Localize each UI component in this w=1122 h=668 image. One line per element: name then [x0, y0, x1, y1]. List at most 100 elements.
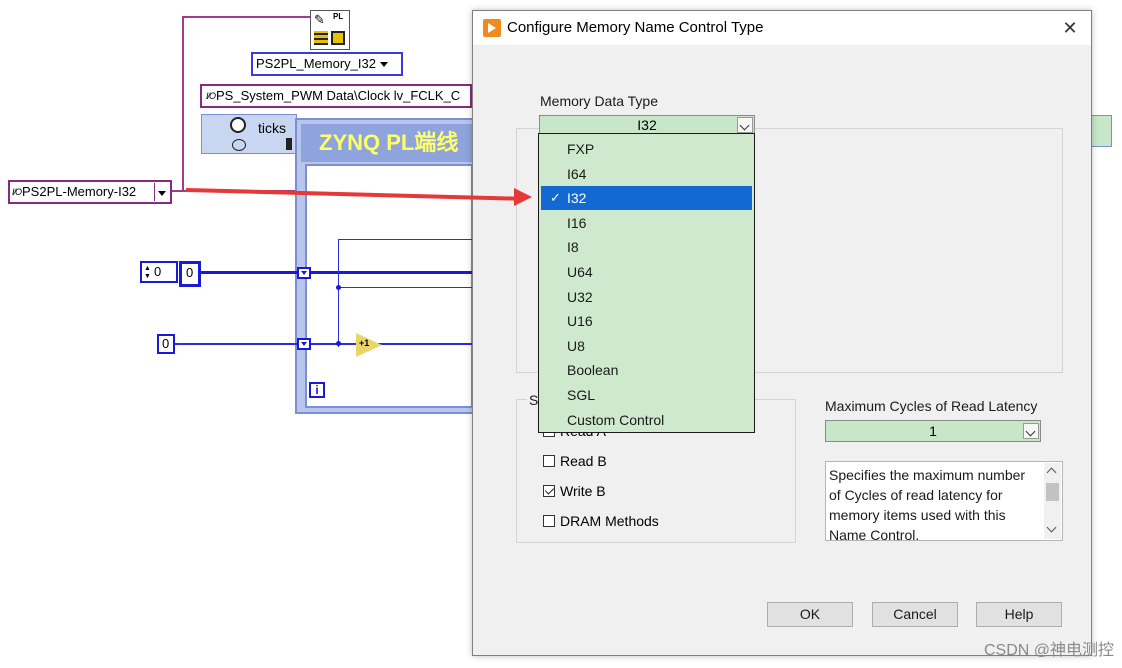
fpga-io-node-label: PS_System_PWM Data\Clock lv_FCLK_C: [216, 88, 461, 103]
dropdown-option[interactable]: FXP: [541, 137, 752, 161]
dropdown-option[interactable]: U32: [541, 285, 752, 309]
ticks-label: ticks: [258, 120, 286, 136]
increment-arrows-icon[interactable]: ▲▼: [144, 265, 151, 280]
memory-name-ring-label: PS2PL_Memory_I32: [256, 56, 376, 71]
dropdown-option-label: I16: [567, 214, 587, 231]
dropdown-option-label: U16: [567, 313, 593, 330]
memory-method-node[interactable]: ✎ PL: [310, 10, 350, 50]
write-b-checkbox[interactable]: Write B: [543, 483, 606, 499]
annotation-arrow-head: [514, 188, 532, 206]
configure-memory-dialog: Configure Memory Name Control Type ✕ Mem…: [472, 10, 1092, 656]
wire-blue-branch-mid: [338, 287, 473, 288]
description-text: Specifies the maximum number of Cycles o…: [829, 467, 1026, 541]
chevron-down-icon[interactable]: [1023, 423, 1039, 439]
increment-function[interactable]: [356, 333, 382, 357]
memory-data-type-select[interactable]: I32: [539, 115, 755, 135]
dropdown-option-label: I32: [567, 190, 587, 207]
wire-blue-lower: [175, 343, 473, 345]
checkbox-box-checked[interactable]: [543, 485, 555, 497]
wire-junction-upper: [336, 285, 341, 290]
write-b-label: Write B: [560, 483, 606, 499]
memory-name-control-label: PS2PL-Memory-I32: [22, 184, 137, 199]
loop-tunnel-upper: [297, 267, 311, 279]
numeric-constant-c[interactable]: 0: [157, 334, 175, 354]
data-type-settings-group: [516, 128, 1063, 373]
dropdown-option[interactable]: ✓ I32: [541, 186, 752, 211]
memory-data-type-label: Memory Data Type: [540, 93, 659, 109]
chevron-down-icon[interactable]: [737, 117, 753, 133]
numeric-indicator-b-value: 0: [186, 265, 194, 280]
memory-data-type-value: I32: [637, 117, 657, 133]
chevron-down-icon[interactable]: [1046, 522, 1057, 533]
dropdown-option[interactable]: Boolean: [541, 358, 752, 382]
wire-purple-vertical: [182, 16, 184, 192]
watermark: CSDN @神电测控: [983, 642, 1114, 659]
timing-source-node[interactable]: ticks: [201, 114, 297, 154]
dropdown-option[interactable]: I8: [541, 235, 752, 259]
scroll-thumb[interactable]: [1046, 483, 1059, 501]
loop-tunnel-lower: [297, 338, 311, 350]
io-icon: I/O: [206, 91, 216, 101]
max-cycles-value: 1: [929, 423, 937, 439]
description-scrollbar[interactable]: [1044, 463, 1061, 539]
max-cycles-select[interactable]: 1: [825, 420, 1041, 442]
numeric-indicator-b: 0: [179, 261, 201, 287]
timed-loop-inner-frame: [305, 164, 473, 408]
numeric-control-a[interactable]: ▲▼ 0: [140, 261, 178, 283]
checkbox-box[interactable]: [543, 515, 555, 527]
wire-junction-lower: [336, 341, 341, 346]
max-cycles-label: Maximum Cycles of Read Latency: [825, 398, 1038, 414]
hidden-indicator-right: [1090, 115, 1112, 147]
wire-blue-branch-vert: [338, 239, 339, 347]
dram-methods-label: DRAM Methods: [560, 513, 659, 529]
dropdown-option[interactable]: Custom Control: [541, 408, 752, 432]
dropdown-option[interactable]: I64: [541, 162, 752, 186]
timed-loop-title: ZYNQ PL端线: [301, 124, 473, 162]
increment-label: +1: [359, 338, 370, 348]
io-icon: I/O: [12, 187, 22, 197]
fpga-io-node[interactable]: I/OPS_System_PWM Data\Clock lv_FCLK_C: [200, 84, 472, 108]
dram-methods-checkbox[interactable]: DRAM Methods: [543, 513, 659, 529]
info-icon: i: [315, 383, 319, 397]
help-button[interactable]: Help: [976, 602, 1062, 627]
dropdown-option[interactable]: U16: [541, 309, 752, 333]
pencil-icon: ✎: [314, 12, 325, 27]
dropdown-option-label: U8: [567, 337, 585, 354]
dropdown-option[interactable]: U8: [541, 334, 752, 358]
ok-button[interactable]: OK: [767, 602, 853, 627]
dropdown-option-label: I64: [567, 165, 587, 182]
terminal-icon: [286, 138, 292, 150]
memory-name-control[interactable]: I/OPS2PL-Memory-I32: [8, 180, 172, 204]
wire-blue-upper: [201, 271, 473, 274]
read-b-checkbox[interactable]: Read B: [543, 453, 607, 469]
dropdown-option[interactable]: I16: [541, 211, 752, 235]
dropdown-option-label: Boolean: [567, 362, 619, 379]
cancel-button[interactable]: Cancel: [872, 602, 958, 627]
dropdown-option-label: I8: [567, 239, 579, 256]
grid-icon: [314, 31, 328, 45]
chevron-up-icon[interactable]: [1046, 467, 1057, 478]
dropdown-option-label: U32: [567, 288, 593, 305]
checkbox-box[interactable]: [543, 455, 555, 467]
timer-icon: [232, 139, 246, 151]
clock-icon: [230, 117, 246, 133]
dropdown-option-label: FXP: [567, 141, 595, 157]
dropdown-arrow-icon[interactable]: [154, 183, 169, 201]
dialog-title: Configure Memory Name Control Type: [507, 19, 764, 36]
dropdown-option[interactable]: U64: [541, 260, 752, 284]
memory-name-ring[interactable]: PS2PL_Memory_I32: [251, 52, 403, 76]
description-box[interactable]: Specifies the maximum number of Cycles o…: [825, 461, 1063, 541]
wire-blue-branch-top: [338, 239, 473, 240]
dropdown-option[interactable]: SGL: [541, 383, 752, 407]
checkmark-icon: ✓: [550, 190, 561, 206]
dropdown-arrow-icon: [379, 62, 388, 68]
dropdown-option-label: U64: [567, 264, 593, 280]
close-button[interactable]: ✕: [1057, 15, 1083, 41]
chip-icon: [331, 31, 345, 45]
dropdown-option-label: SGL: [567, 387, 596, 403]
pl-label-icon: PL: [333, 12, 344, 21]
dialog-titlebar: Configure Memory Name Control Type ✕: [473, 11, 1091, 45]
dropdown-option-label: Custom Control: [567, 411, 665, 428]
close-icon: ✕: [1062, 18, 1078, 38]
